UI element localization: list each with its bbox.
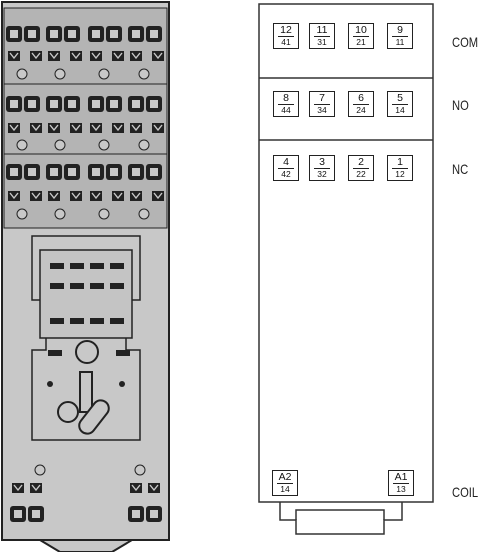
- label-no: NO: [452, 97, 469, 113]
- socket-terminal-block-2: [3, 83, 168, 155]
- relay-outline: [258, 3, 434, 535]
- socket-terminal-block-1: [3, 7, 168, 85]
- label-com: COM: [452, 34, 479, 50]
- label-nc: NC: [452, 161, 469, 177]
- socket-bottom-terminals: [10, 464, 162, 522]
- label-coil: COIL: [452, 484, 479, 500]
- socket-din-clip: [36, 539, 136, 552]
- socket-latch: [57, 340, 110, 435]
- socket-slots: [47, 263, 130, 387]
- socket-terminal-block-3: [3, 153, 168, 229]
